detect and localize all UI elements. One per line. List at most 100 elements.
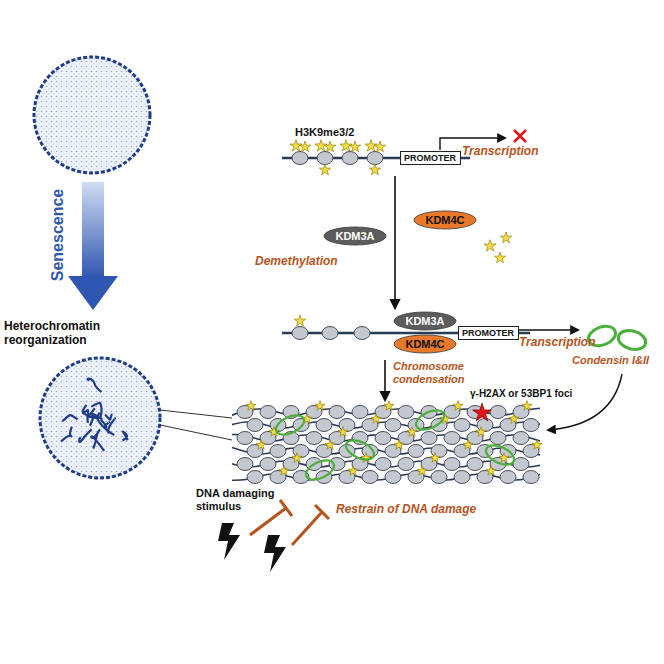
inhibition-line (250, 500, 292, 535)
promoter-box: PROMOTER (400, 151, 461, 165)
methyl-star (374, 141, 385, 152)
nucleosome (292, 327, 308, 340)
methyl-star (430, 453, 440, 463)
methyl-star (369, 164, 380, 175)
nucleosome (306, 432, 322, 445)
methyl-star (486, 466, 496, 476)
condensin-ring (483, 441, 517, 468)
step-label: Condensin I&II (572, 354, 649, 367)
heterochromatin-strand (91, 434, 104, 451)
heterochromatin-strand (63, 415, 78, 421)
nucleus-senescent (40, 358, 160, 478)
nucleosome (237, 432, 253, 445)
methyl-star (246, 401, 256, 411)
nucleosome (329, 458, 345, 471)
nucleosome (367, 152, 383, 165)
nucleosome (490, 432, 506, 445)
methyl-star (325, 440, 335, 450)
enzyme-outline (414, 211, 476, 229)
senescence-arrow-head (68, 276, 118, 310)
methyl-star (279, 466, 289, 476)
nucleosome (293, 445, 309, 458)
nucleosome (477, 419, 493, 432)
nucleosome (354, 327, 370, 340)
methyl-star (484, 240, 496, 251)
methyl-star (384, 401, 394, 411)
lightning-bolt (218, 523, 240, 560)
methyl-star (417, 466, 427, 476)
methyl-star (494, 252, 505, 263)
promoter-text: PROMOTER (462, 328, 515, 338)
methyl-star (338, 427, 348, 437)
nucleosome (398, 406, 414, 419)
lightning-bolt (264, 535, 286, 572)
condensin-ring (303, 456, 337, 483)
nucleosome (431, 445, 447, 458)
methyl-star (453, 401, 463, 411)
nucleosome (454, 471, 470, 484)
process-label: Senescence (49, 189, 67, 282)
condensin-arrow (548, 374, 622, 430)
process-arrow (384, 360, 386, 400)
nucleosome (329, 406, 345, 419)
step-label: Transcription (462, 145, 538, 159)
step-label: Demethylation (255, 255, 338, 269)
nucleosome (523, 419, 539, 432)
heterochromatin-strand (61, 427, 72, 442)
methyl-star (371, 414, 381, 424)
nucleosome (513, 458, 529, 471)
methyl-star (509, 414, 519, 424)
nucleosome (431, 471, 447, 484)
methyl-star (294, 315, 305, 326)
nucleosome (398, 458, 414, 471)
enzyme-name: KDM3A (393, 311, 457, 327)
nucleosome (454, 419, 470, 432)
process-arrow (394, 176, 396, 308)
methyl-star (473, 403, 492, 421)
heterochromatin-foci (61, 379, 128, 451)
nucleosome (362, 471, 378, 484)
nucleosome (385, 419, 401, 432)
nucleosome (444, 458, 460, 471)
step-label: Chromosome condensation (393, 360, 483, 385)
nucleosome (247, 471, 263, 484)
nucleosome (523, 471, 539, 484)
nucleosome (421, 432, 437, 445)
nucleosome (322, 327, 338, 340)
heterochromatin-strand (108, 418, 115, 432)
methyl-star (500, 232, 511, 243)
nucleosome (292, 152, 308, 165)
caption-label: DNA damaging stimulus (196, 487, 276, 512)
nucleosome (375, 458, 391, 471)
enzyme-outline (394, 312, 456, 330)
nucleosome (352, 406, 368, 419)
nucleosome (316, 419, 332, 432)
nucleosome (408, 445, 424, 458)
methyl-star (349, 141, 360, 152)
methyl-star (348, 466, 358, 476)
enzyme-name: KDM3A (323, 226, 387, 242)
nucleosome (237, 458, 253, 471)
chromatin-silenced (282, 140, 470, 175)
promoter-box: PROMOTER (458, 326, 519, 340)
nucleosome (317, 152, 333, 165)
methyl-star (315, 401, 325, 411)
nucleosome (342, 152, 358, 165)
methyl-star (299, 141, 310, 152)
nucleus-normal (34, 57, 150, 173)
nucleosome (444, 432, 460, 445)
heterochromatin-strand (87, 379, 101, 392)
methyl-star (319, 164, 330, 175)
heterochromatin-strand (105, 414, 112, 419)
promoter-text: PROMOTER (404, 153, 457, 163)
nucleosome (375, 432, 391, 445)
enzyme-name: KDM4C (393, 334, 457, 350)
condensin-ring (413, 406, 447, 433)
zoom-line (160, 425, 232, 440)
nucleosome (490, 406, 506, 419)
nucleosome (247, 419, 263, 432)
caption-label: γ-H2AX or 53BP1 foci (470, 388, 572, 400)
condensin-ring (273, 411, 307, 438)
methyl-star (292, 453, 302, 463)
methyl-star (522, 401, 532, 411)
